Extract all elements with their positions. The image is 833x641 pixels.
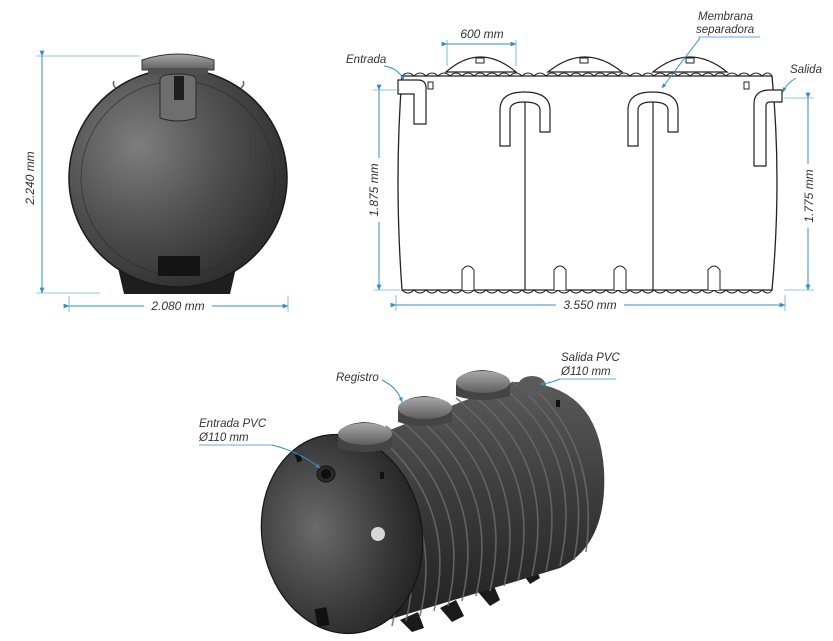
side-membrane-label-line1: Membrana bbox=[698, 11, 753, 23]
perspective-view: Entrada PVC Ø110 mm Registro Salida PVC … bbox=[198, 352, 621, 635]
side-u-pipe-1 bbox=[499, 91, 551, 147]
perspective-inlet-pipe bbox=[316, 465, 336, 483]
side-length-label: 3.550 mm bbox=[563, 298, 616, 312]
perspective-outlet-pipe bbox=[518, 376, 546, 396]
front-view-bottom-slot bbox=[158, 256, 200, 276]
side-top-corrugation bbox=[401, 72, 773, 77]
side-manhole-1 bbox=[444, 56, 518, 73]
front-view: 2.240 mm 2.080 mm bbox=[23, 50, 289, 314]
perspective-inlet-label-line1: Entrada PVC bbox=[199, 418, 267, 430]
perspective-manhole-3 bbox=[456, 370, 510, 400]
side-view: 600 mm Entrada Salida Membrana separador… bbox=[346, 11, 822, 313]
side-manhole-3 bbox=[651, 56, 729, 73]
front-height-label: 2.240 mm bbox=[23, 151, 37, 205]
perspective-manhole-1 bbox=[338, 422, 392, 452]
side-manhole-label: 600 mm bbox=[460, 27, 503, 41]
side-view-outline bbox=[397, 75, 778, 291]
side-manhole-2 bbox=[546, 56, 624, 73]
side-u-pipe-2 bbox=[627, 91, 679, 147]
perspective-inlet-label-line2: Ø110 mm bbox=[198, 432, 249, 444]
perspective-manhole-2 bbox=[398, 396, 452, 426]
side-outlet-label: Salida bbox=[790, 64, 822, 76]
perspective-manhole-label: Registro bbox=[336, 372, 379, 384]
side-inlet-pipe bbox=[397, 79, 427, 125]
perspective-highlight bbox=[371, 527, 385, 541]
perspective-outlet-label-line1: Salida PVC bbox=[561, 352, 621, 364]
side-bottom-corrugation bbox=[401, 289, 773, 294]
front-width-label: 2.080 mm bbox=[150, 299, 204, 313]
perspective-end-cap bbox=[260, 433, 424, 635]
side-outlet-pipe bbox=[753, 89, 783, 167]
side-right-height-label: 1.775 mm bbox=[802, 169, 816, 222]
front-view-manhole bbox=[141, 53, 215, 71]
perspective-outlet-label-line2: Ø110 mm bbox=[560, 366, 611, 378]
side-membrane-label-line2: separadora bbox=[696, 24, 754, 36]
side-left-height-label: 1.875 mm bbox=[367, 163, 381, 216]
side-inlet-label: Entrada bbox=[346, 54, 386, 66]
